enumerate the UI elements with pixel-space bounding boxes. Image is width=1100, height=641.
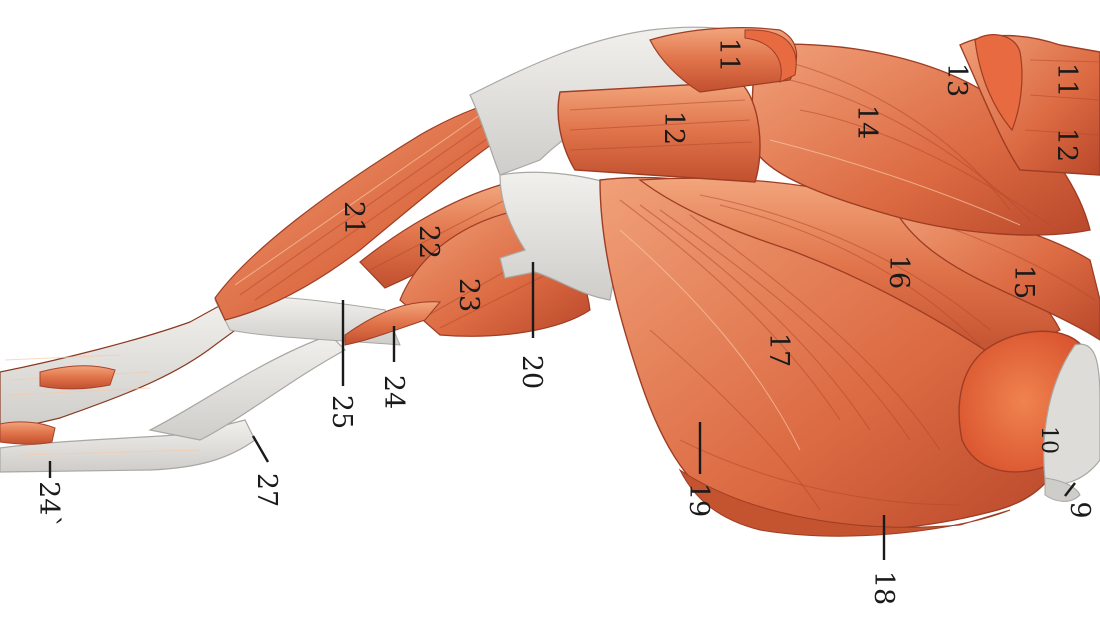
label-11-left: 11	[713, 38, 744, 72]
label-27: 27	[251, 473, 282, 507]
label-23: 23	[453, 278, 484, 312]
leader-lines	[48, 262, 1076, 560]
label-18: 18	[868, 571, 899, 605]
labels: 11 12 13 11 12 14 16 15 17 10 9 18 19 20…	[33, 38, 1095, 605]
label-25: 25	[326, 395, 357, 429]
label-11-right: 11	[1051, 63, 1082, 97]
label-14: 14	[851, 105, 882, 139]
label-10: 10	[1036, 426, 1061, 454]
label-22: 22	[413, 225, 444, 259]
label-17: 17	[763, 333, 794, 367]
label-12-right: 12	[1051, 128, 1082, 162]
label-9: 9	[1064, 501, 1095, 518]
label-13: 13	[941, 63, 972, 97]
cut-section	[958, 330, 1100, 502]
cut-muscles-top	[557, 27, 1100, 183]
thigh-muscles	[599, 43, 1100, 537]
label-16: 16	[883, 255, 914, 289]
label-21: 21	[338, 201, 369, 235]
label-19: 19	[683, 483, 714, 517]
paw-tendons	[0, 296, 401, 473]
label-12-left: 12	[658, 111, 689, 145]
label-15: 15	[1008, 265, 1039, 299]
label-24: 24	[378, 375, 409, 409]
label-24-prime: 24`	[33, 481, 64, 529]
label-20: 20	[516, 355, 547, 389]
leader-9	[1064, 482, 1076, 497]
leader-27	[251, 435, 270, 463]
